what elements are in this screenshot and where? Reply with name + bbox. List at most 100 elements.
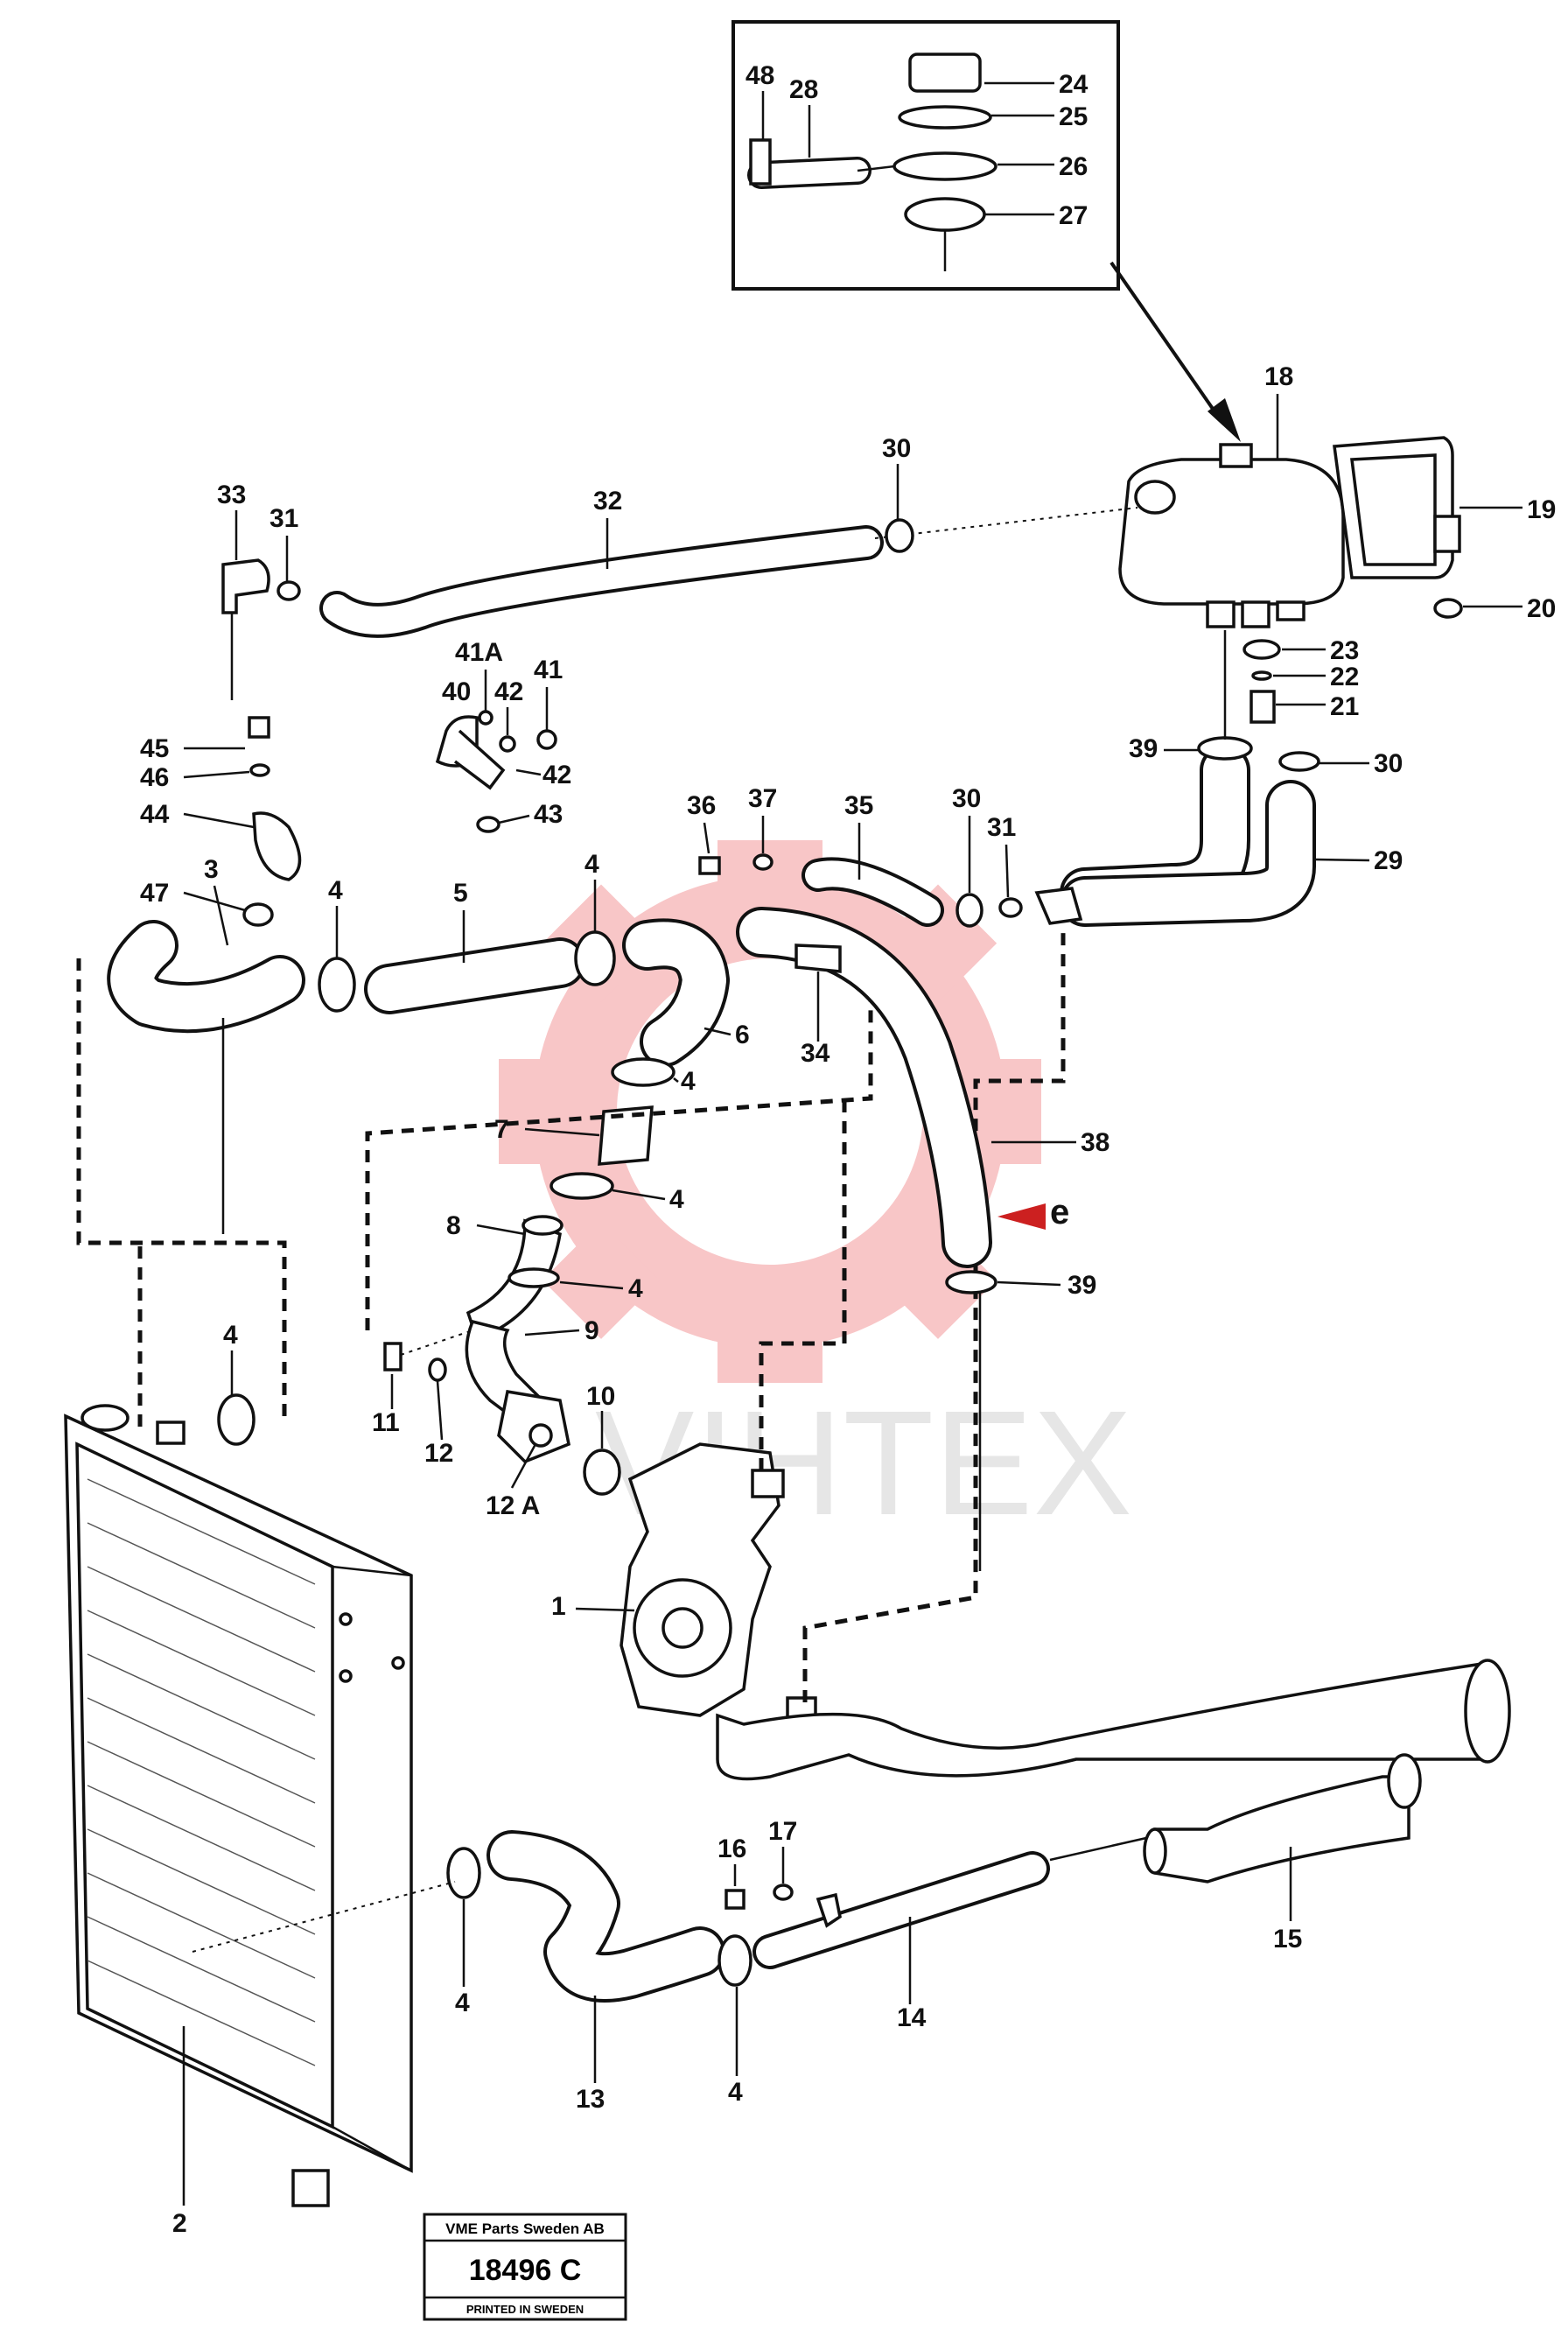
callout-35: 35	[844, 791, 873, 820]
hose-clamp-4-left	[318, 957, 356, 1013]
washer-22-part	[1251, 670, 1272, 681]
callout-3: 3	[204, 855, 219, 884]
callout-28: 28	[789, 75, 818, 104]
bolt-16	[724, 1889, 746, 1910]
callout-30-top: 30	[882, 434, 911, 463]
hose-clamp-4-8	[508, 1267, 560, 1288]
hose-clamp-39-top	[1197, 736, 1253, 761]
callout-37: 37	[748, 784, 777, 813]
callout-46: 46	[140, 763, 169, 792]
callout-2: 2	[172, 2209, 187, 2238]
callout-4-b: 4	[584, 850, 599, 879]
callout-4-c: 4	[681, 1067, 696, 1096]
callout-24: 24	[1059, 70, 1088, 99]
hose-clamp-30-right	[1278, 751, 1320, 772]
hose-clip-34	[794, 944, 842, 973]
radiator-2: 2	[64, 1404, 413, 2238]
callout-31-mid: 31	[987, 813, 1016, 842]
title-block: VME Parts Sweden AB 18496 C PRINTED IN S…	[423, 2213, 627, 2321]
hose-clamp-30-top	[885, 518, 914, 553]
callout-42-top: 42	[494, 677, 523, 706]
expansion-tank: 18	[1118, 362, 1345, 628]
hose-clamp-4-lower-right	[718, 1934, 752, 1987]
callout-9: 9	[584, 1316, 599, 1345]
callout-20: 20	[1527, 594, 1556, 623]
callout-30-right: 30	[1374, 749, 1403, 778]
callout-21: 21	[1330, 692, 1359, 721]
callout-4-g: 4	[455, 1989, 470, 2017]
hose-6: 6	[622, 918, 750, 1067]
callout-42-bottom: 42	[542, 761, 571, 789]
hose-29: 29	[1060, 745, 1403, 927]
bracket-assembly-40: 40 41A 42 41 42 43	[435, 638, 571, 833]
callout-18: 18	[1264, 362, 1293, 391]
washer-37	[752, 853, 774, 871]
level-indicator: 19	[1333, 436, 1556, 579]
callout-17: 17	[768, 1817, 797, 1846]
hose-clamp-4-right	[574, 930, 616, 986]
callout-48: 48	[746, 61, 774, 90]
hose-5: 5	[364, 879, 585, 1014]
nut-31-mid	[998, 897, 1023, 918]
title-number: 18496 C	[469, 2254, 582, 2287]
washer-12	[428, 1357, 447, 1382]
callout-19: 19	[1527, 495, 1556, 524]
callout-33: 33	[217, 481, 246, 509]
exhaust-pipe	[716, 1659, 1511, 1781]
bolt-11	[383, 1342, 402, 1371]
callout-13: 13	[576, 2085, 605, 2114]
pipe-14: 14	[752, 1851, 1050, 2032]
view-arrow-icon	[998, 1203, 1046, 1230]
lower-radiator-hose-13: 13	[486, 1830, 725, 2114]
callout-8: 8	[446, 1211, 461, 1240]
hose-clamp-4-radiator	[217, 1393, 256, 1446]
callout-10: 10	[586, 1382, 615, 1411]
callout-22: 22	[1330, 663, 1359, 691]
callout-23: 23	[1330, 636, 1359, 665]
filler-cap-part	[908, 53, 982, 93]
callout-44: 44	[140, 800, 170, 829]
callout-45: 45	[140, 734, 169, 763]
callout-30-mid: 30	[952, 784, 981, 813]
callout-32: 32	[593, 487, 622, 516]
water-pump-1: 1	[551, 1442, 817, 1728]
callout-29: 29	[1374, 846, 1403, 875]
hose-clamp-39-bottom	[945, 1270, 998, 1294]
nut-23-part	[1242, 639, 1281, 660]
elbow-fitting-33: 33 31	[217, 481, 301, 700]
callout-4-e: 4	[628, 1274, 643, 1303]
callout-26: 26	[1059, 152, 1088, 181]
hose-35: 35	[802, 791, 944, 927]
callout-47: 47	[140, 879, 169, 908]
bolt-45-part	[248, 716, 270, 739]
washer-17	[773, 1884, 794, 1901]
callout-25: 25	[1059, 102, 1088, 131]
routing-dashed-lines	[76, 932, 1066, 1702]
callout-27: 27	[1059, 201, 1088, 230]
title-company: VME Parts Sweden AB	[445, 2220, 605, 2237]
callout-4-f: 4	[223, 1321, 238, 1350]
filler-ring-part	[892, 151, 998, 181]
callout-15: 15	[1273, 1925, 1302, 1954]
callout-43: 43	[534, 800, 563, 829]
cap-detail-inset: 48 28 24 25 26 27	[732, 20, 1241, 442]
view-marker-e: e	[1050, 1193, 1069, 1231]
callout-5: 5	[453, 879, 468, 908]
nut-47-part	[242, 902, 274, 927]
hose-clamp-30-mid	[956, 893, 984, 928]
callout-14: 14	[897, 2003, 927, 2032]
upper-radiator-hose-3: 3	[107, 855, 305, 1034]
callout-11: 11	[372, 1408, 400, 1437]
hose-clamp-4-7	[550, 1172, 614, 1200]
washer-46-part	[249, 763, 270, 777]
clamp-44-part	[252, 811, 302, 881]
hose-32: 32	[319, 487, 1138, 638]
callout-39-bottom: 39	[1068, 1271, 1096, 1300]
callout-7: 7	[494, 1115, 509, 1144]
hose-clamp-4-lower-left	[446, 1847, 481, 1899]
callout-39-top: 39	[1129, 734, 1158, 763]
callout-40: 40	[442, 677, 471, 706]
callout-6: 6	[735, 1021, 750, 1049]
gasket-10	[583, 1449, 621, 1496]
